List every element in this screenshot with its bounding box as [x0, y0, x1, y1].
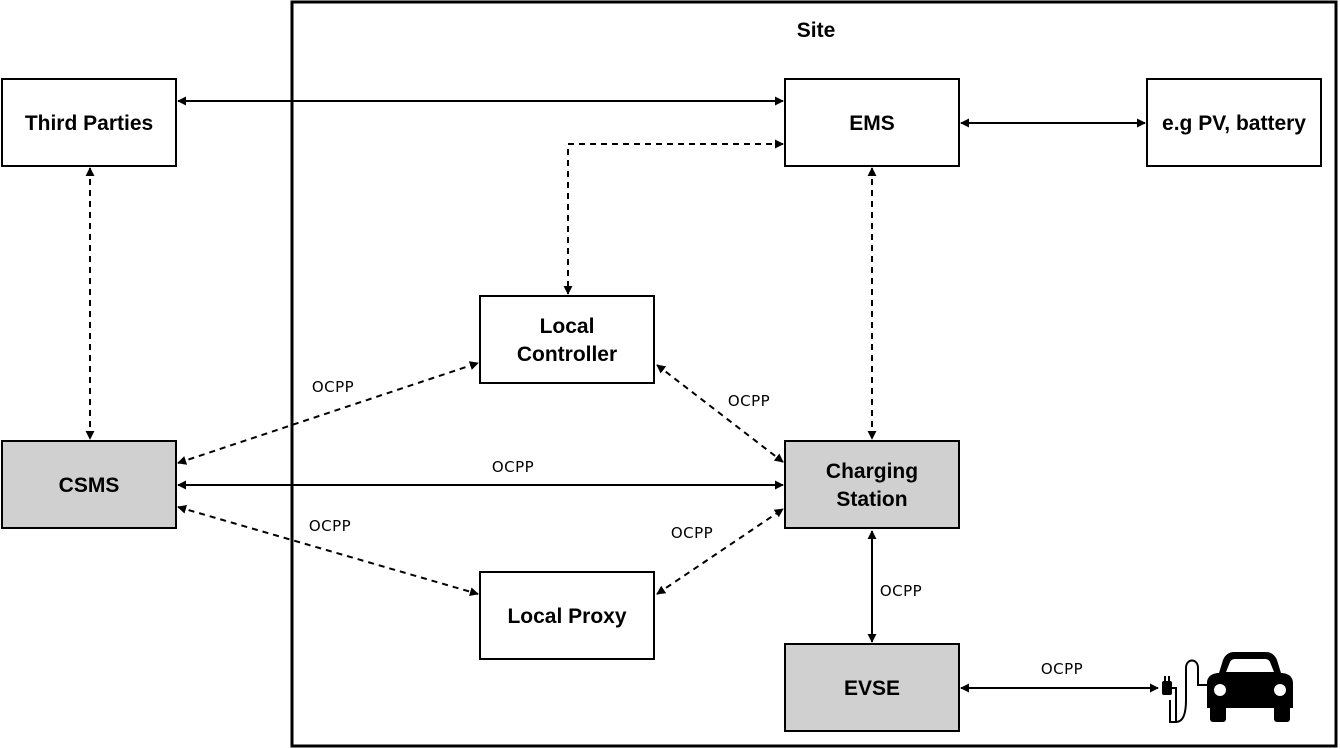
- node-charging-station-label-line2: Station: [836, 488, 907, 511]
- node-evse: EVSE: [784, 643, 960, 732]
- node-csms: CSMS: [1, 440, 177, 529]
- label-csms-charging-station: OCPP: [492, 458, 534, 476]
- label-csms-local-proxy: OCPP: [309, 517, 351, 535]
- node-charging-station-label-line1: Charging: [826, 460, 918, 483]
- car-with-charging-plug-icon: [1162, 652, 1293, 723]
- node-ems-label: EMS: [849, 112, 895, 135]
- node-local-proxy-label: Local Proxy: [507, 605, 626, 628]
- node-charging-station: Charging Station: [784, 440, 960, 529]
- label-charging-station-evse: OCPP: [880, 582, 922, 600]
- node-local-controller-label-line1: Local: [540, 315, 595, 338]
- node-local-controller: Local Controller: [479, 295, 655, 384]
- site-title: Site: [797, 19, 836, 42]
- connectors: [85, 96, 1159, 693]
- label-csms-local-controller: OCPP: [312, 378, 354, 396]
- node-local-controller-label-line2: Controller: [517, 343, 617, 366]
- edge-labels: OCPP OCPP OCPP OCPP OCPP OCPP OCPP: [309, 378, 1083, 678]
- edge-ems-local-controller: [563, 139, 784, 295]
- node-pv-battery-label: e.g PV, battery: [1162, 112, 1306, 135]
- label-local-proxy-charging-station: OCPP: [671, 524, 713, 542]
- label-evse-vehicle: OCPP: [1041, 660, 1083, 678]
- node-ems: EMS: [784, 78, 960, 167]
- edge-csms-local-controller: [177, 361, 479, 465]
- edge-local-proxy-charging-station: [656, 508, 784, 595]
- edge-csms-local-proxy: [177, 504, 479, 597]
- node-third-parties-label: Third Parties: [25, 112, 153, 135]
- label-local-controller-charging-station: OCPP: [728, 392, 770, 410]
- node-local-proxy: Local Proxy: [479, 571, 655, 660]
- node-third-parties: Third Parties: [1, 78, 177, 167]
- node-evse-label: EVSE: [844, 677, 900, 700]
- edge-local-controller-charging-station: [656, 364, 784, 463]
- node-pv-battery: e.g PV, battery: [1146, 78, 1322, 167]
- node-csms-label: CSMS: [59, 474, 120, 497]
